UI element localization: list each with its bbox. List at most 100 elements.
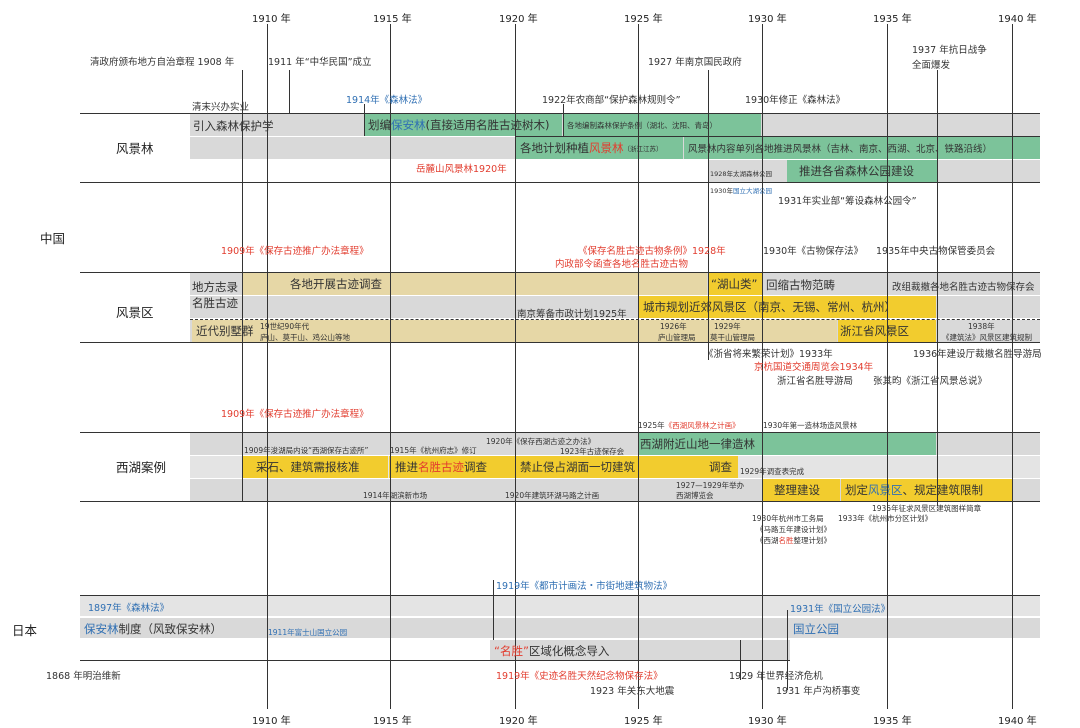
bar-define-post: 、规定建筑限制 — [902, 483, 984, 497]
bar-promote-pre: 推进 — [395, 460, 418, 474]
rule-lake-bottom — [80, 501, 1040, 502]
japan-1897: 1897年《森林法》 — [88, 603, 170, 614]
lake-plan3-post: 整理计划》 — [793, 536, 832, 545]
japan-1929: 1929 年世界经济危机 — [729, 671, 823, 682]
section-west-lake: 西湖案例 — [116, 460, 167, 475]
area-1930: 1930年《古物保存法》 — [763, 246, 864, 257]
grid-1930 — [762, 24, 763, 709]
forest-yuelu: 岳麓山风景林1920年 — [416, 164, 507, 175]
lake-road: 1920年建筑环湖马路之计画 — [505, 491, 600, 500]
lake-bureau: 1909年浚湖局内设“西湖保存古迹所” — [244, 446, 369, 455]
marker-1922 — [563, 104, 564, 136]
grid-1940 — [1012, 24, 1013, 709]
event-1922: 1922年农商部“保护森林规则令” — [542, 95, 681, 106]
year-1925-bottom: 1925 年 — [624, 716, 663, 727]
bar-huabian-post: (直接适用名胜古迹树木) — [425, 118, 550, 132]
lake-law-1920: 1920年《保存西湖古迹之办法》 — [486, 437, 596, 446]
event-1908: 清政府颁布地方自治章程 1908 年 — [90, 57, 235, 68]
rule-japan-top — [80, 595, 1040, 596]
lake-plan3: 《西湖名胜整理计划》 — [756, 535, 831, 546]
bar-hushan: “湖山类” — [708, 273, 762, 295]
section-scenic-area: 风景区 — [116, 305, 154, 320]
lake-expo1: 1927—1929年举办 — [676, 481, 745, 490]
japan-1919b: 1919年《史迹名胜天然纪念物保存法》 — [496, 671, 663, 682]
area-1938a: 1938年 — [968, 322, 995, 331]
year-1910-top: 1910 年 — [252, 14, 291, 25]
area-zhang: 张其昀《浙江省风景总说》 — [873, 376, 988, 387]
lake-market: 1914年湖滨新市场 — [363, 491, 428, 500]
grid-1925 — [638, 24, 639, 709]
rule-area-bottom — [80, 342, 1040, 343]
area-1909: 1909年《保存古迹推广办法章程》 — [221, 246, 369, 257]
lake-1925-title: 《西湖风景林之计画》 — [664, 421, 740, 430]
grid-1920 — [515, 24, 516, 709]
japan-meisho-post: 区域化概念导入 — [528, 644, 610, 658]
area-nanjing: 南京筹备市政计划1925年 — [517, 309, 627, 320]
marker-1919-japan — [493, 580, 494, 640]
area-mingsheng: 名胜古迹 — [192, 296, 238, 310]
marker-1937 — [937, 70, 938, 506]
grid-1910 — [267, 24, 268, 709]
bar-local-rules: 各地编制森林保护条例（湖北、沈阳、青岛） — [563, 114, 761, 136]
section-scenic-forest: 风景林 — [116, 141, 154, 156]
year-1915-bottom: 1915 年 — [373, 716, 412, 727]
event-qingmo: 清末兴办实业 — [192, 102, 250, 113]
japan-baoan-hl: 保安林 — [84, 622, 119, 636]
event-1930: 1930年修正《森林法》 — [745, 95, 846, 106]
area-lushan1: 1926年 — [660, 322, 687, 331]
rule-forest-bottom — [80, 182, 1040, 183]
lake-survey-done: 1929年调查表完成 — [740, 467, 805, 476]
rule-japan-bottom — [80, 660, 790, 661]
lake-plan3-hl: 名胜 — [778, 536, 794, 545]
area-1938b: 《建筑法》风景区建筑规制 — [942, 333, 1032, 342]
event-1937b: 全面爆发 — [912, 60, 951, 71]
year-1920-top: 1920 年 — [499, 14, 538, 25]
lake-plan3-pre: 《西湖 — [756, 536, 779, 545]
area-1936: 1936年建设厅裁撤名胜导游局 — [913, 349, 1042, 360]
lake-1933: 1933年《杭州市分区计划》 — [838, 514, 933, 523]
lake-plan2: 《马路五年建设计划》 — [756, 525, 831, 534]
year-1910-bottom: 1910 年 — [252, 716, 291, 727]
forest-taihu: 1928年太湖森林公园 — [710, 170, 773, 178]
marker-1908 — [242, 70, 243, 502]
japan-1919: 1919年《都市计画法・市街地建筑物法》 — [496, 581, 673, 592]
area-guide: 浙江省名胜导游局 — [777, 376, 854, 387]
japan-1923: 1923 年关东大地震 — [590, 686, 675, 697]
year-1935-bottom: 1935 年 — [873, 716, 912, 727]
rule-forest-mid — [515, 136, 1040, 137]
rule-forest-top — [80, 113, 1040, 114]
bar-survey-short: 调查 — [708, 456, 738, 478]
marker-1929-japan — [740, 640, 741, 680]
year-1930-bottom: 1930 年 — [748, 716, 787, 727]
event-1927: 1927 年南京国民政府 — [648, 57, 742, 68]
bar-urban: 城市规划近郊风景区（南京、无锡、常州、杭州） — [638, 296, 936, 318]
area-villas-note2: 庐山、莫干山、鸡公山等地 — [260, 333, 350, 342]
bar-provincial: 推进各省森林公园建设 — [787, 160, 937, 182]
lake-1930: 1930年第一造林场造风景林 — [763, 421, 858, 430]
lake-guard-1923: 1923年古迹保存会 — [560, 447, 625, 456]
bar-define-pre: 划定 — [845, 483, 868, 497]
bar-plant-post: （浙江江苏） — [623, 145, 663, 153]
marker-1911 — [289, 70, 290, 114]
area-villas-note1: 19世纪90年代 — [260, 322, 310, 331]
japan-1931b: 1931 年卢沟桥事变 — [776, 686, 861, 697]
marker-1914 — [364, 104, 365, 136]
region-japan: 日本 — [12, 623, 38, 638]
rule-lake-top — [80, 432, 1040, 433]
lake-expo2: 西湖博览会 — [676, 491, 714, 500]
japan-1868: 1868 年明治维新 — [46, 671, 121, 682]
lake-1935: 1935年征求风景区建筑图样简章 — [872, 504, 982, 513]
lake-plan1: 1930年杭州市工务局 — [752, 514, 824, 523]
forest-intro: 引入森林保护学 — [193, 119, 274, 133]
year-1915-top: 1915 年 — [373, 14, 412, 25]
year-1940-top: 1940 年 — [998, 14, 1037, 25]
bar-survey: 各地开展古迹调查 — [242, 273, 707, 295]
region-china: 中国 — [40, 231, 66, 246]
grid-1915 — [390, 24, 391, 709]
japan-meisho: “名胜”区域化概念导入 — [494, 643, 609, 659]
japan-fuji: 1911年富士山国立公园 — [268, 628, 348, 637]
japan-row1-bg — [80, 596, 1040, 616]
bar-plant-pre: 各地计划种植 — [520, 141, 589, 155]
year-1940-bottom: 1940 年 — [998, 716, 1037, 727]
area-fangzhi: 地方志录 — [192, 280, 238, 294]
